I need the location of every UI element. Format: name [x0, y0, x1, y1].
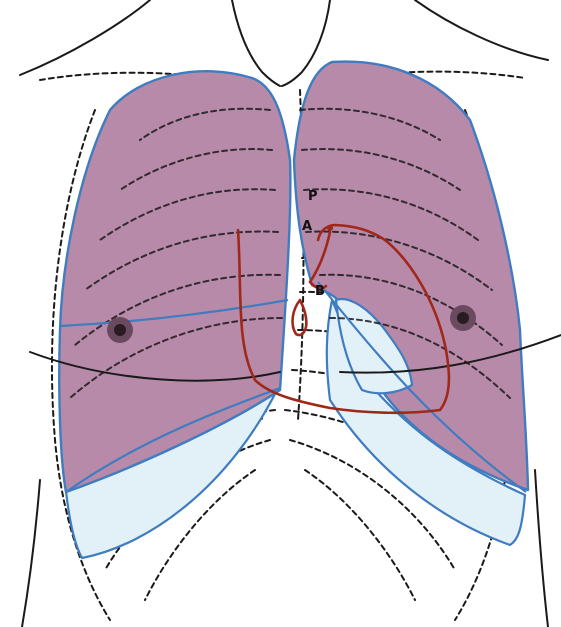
point-a-marker: [327, 225, 333, 231]
nipple-right-side-of-body: [107, 317, 133, 343]
label-b: B: [315, 284, 325, 299]
right-shoulder-contour: [415, 0, 548, 60]
label-p: P: [308, 189, 318, 204]
neck-left-contour: [232, 0, 280, 86]
left-shoulder-contour: [20, 0, 150, 75]
label-a: A: [302, 219, 312, 234]
rib-right-12: [305, 470, 415, 600]
right-flank-contour: [535, 470, 548, 627]
lungs: [59, 62, 528, 492]
left-flank-contour: [22, 480, 40, 627]
nipple-left-side-of-body: [450, 305, 476, 331]
